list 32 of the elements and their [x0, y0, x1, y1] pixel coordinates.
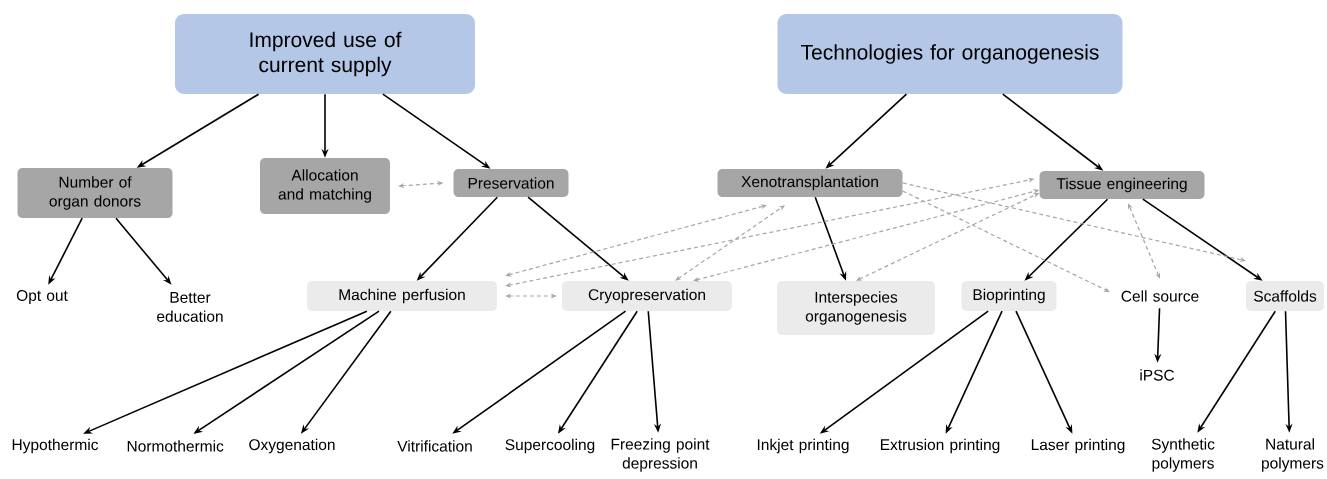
- dashed-arrow: [902, 182, 1246, 262]
- heading-box: Improved use of current supply: [175, 14, 475, 94]
- topic-box: Scaffolds: [1246, 281, 1324, 311]
- dashed-arrow: [505, 204, 767, 277]
- topic-label: Laser printing: [1031, 438, 1125, 454]
- category-box: Preservation: [453, 169, 569, 197]
- dashed-arrow: [675, 205, 785, 281]
- dashed-arrow: [902, 190, 1110, 292]
- category-box: Tissue engineering: [1039, 171, 1205, 199]
- category-box: Allocation and matching: [260, 158, 390, 214]
- topic-box: Cryopreservation: [562, 281, 732, 311]
- topic-label: Natural polymers: [1262, 438, 1324, 472]
- heading-box: Technologies for organogenesis: [777, 14, 1123, 94]
- topic-label: Supercooling: [505, 438, 595, 454]
- topic-label: iPSC: [1140, 369, 1175, 381]
- topic-label: Inkjet printing: [757, 438, 849, 454]
- dashed-arrow: [1128, 203, 1160, 279]
- topic-box: Interspecies organogenesis: [777, 281, 935, 335]
- topic-label: Vitrification: [397, 440, 472, 452]
- topic-box: Bioprinting: [961, 281, 1057, 311]
- topic-label: Cell source: [1121, 290, 1199, 302]
- topic-label: Synthetic polymers: [1151, 438, 1215, 472]
- topic-label: Extrusion printing: [881, 438, 1000, 454]
- topic-label: Normothermic: [127, 440, 224, 452]
- topic-label: Hypothermic: [12, 438, 99, 454]
- category-box: Xenotransplantation: [717, 169, 903, 197]
- category-box: Number of organ donors: [17, 168, 173, 218]
- topic-box: Machine perfusion: [307, 281, 497, 311]
- topic-label: Opt out: [16, 290, 68, 304]
- topic-label: Oxygenation: [249, 438, 335, 454]
- topic-label: Better education: [157, 292, 223, 322]
- topic-label: Freezing point depression: [611, 438, 710, 472]
